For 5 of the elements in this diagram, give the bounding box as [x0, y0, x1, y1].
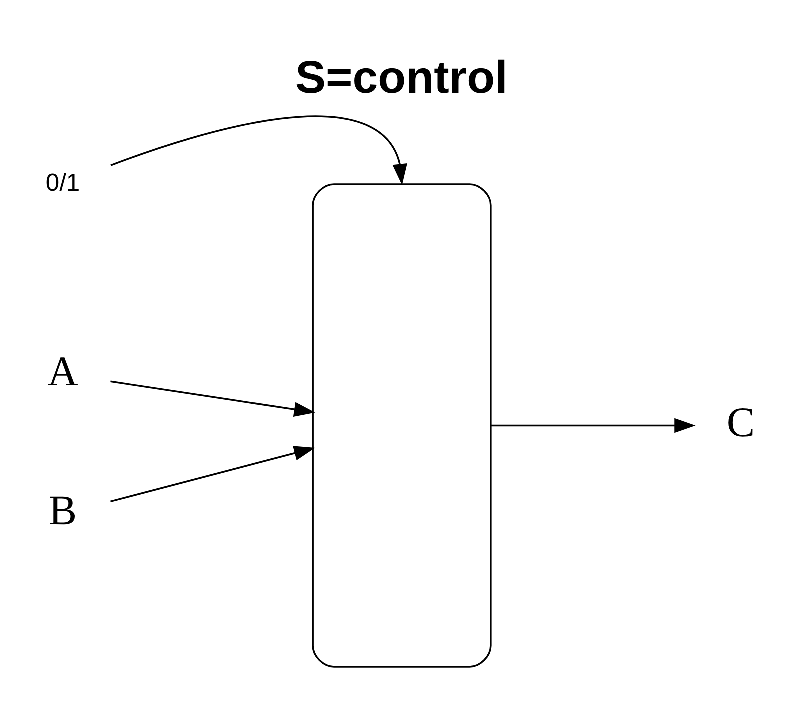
node-text: B	[48, 488, 78, 535]
diagram-title: S=control	[295, 52, 508, 103]
node-text: C	[726, 400, 756, 447]
node-text: A	[48, 348, 78, 396]
node-text: 0/1	[46, 170, 80, 197]
